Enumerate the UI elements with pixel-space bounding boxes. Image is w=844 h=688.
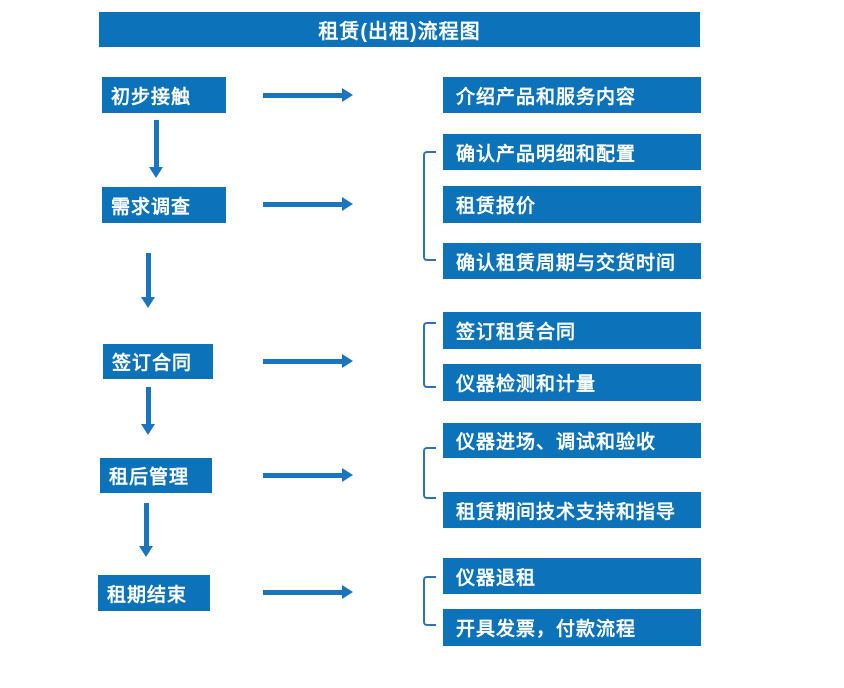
output-box-confirm-product-details: 确认产品明细和配置 — [443, 134, 701, 170]
page-title: 租赁(出租)流程图 — [318, 21, 481, 43]
arrow-head — [342, 197, 353, 211]
arrow-shaft — [263, 93, 342, 98]
arrow-head — [141, 297, 155, 308]
arrow-shaft — [146, 387, 151, 425]
output-box-rental-quote: 租赁报价 — [443, 186, 701, 223]
arrow-shaft — [146, 253, 151, 298]
output-box-technical-support: 租赁期间技术支持和指导 — [443, 492, 701, 528]
group-bracket — [423, 322, 436, 388]
stage-box-post-rental-management: 租后管理 — [100, 458, 212, 493]
arrow-head — [342, 585, 353, 599]
arrow-head — [342, 468, 353, 482]
arrow-shaft — [154, 120, 159, 168]
stage-box-initial-contact: 初步接触 — [102, 77, 226, 113]
output-box-confirm-period-delivery: 确认租赁周期与交货时间 — [443, 243, 701, 279]
output-box-instrument-inspection: 仪器检测和计量 — [443, 364, 701, 401]
flow-right-arrow-icon — [263, 197, 353, 211]
flow-down-arrow-icon — [141, 253, 155, 308]
arrow-shaft — [263, 359, 342, 364]
output-box-instrument-setup-acceptance: 仪器进场、调试和验收 — [443, 423, 701, 458]
stage-box-sign-contract: 签订合同 — [103, 344, 213, 379]
arrow-shaft — [263, 473, 342, 478]
output-box-instrument-return: 仪器退租 — [443, 558, 701, 594]
arrow-head — [141, 424, 155, 435]
arrow-head — [139, 546, 153, 557]
stage-box-demand-survey: 需求调查 — [102, 187, 226, 223]
group-bracket — [423, 447, 436, 499]
title-bar: 租赁(出租)流程图 — [99, 12, 700, 47]
flow-right-arrow-icon — [263, 468, 353, 482]
group-bracket — [423, 576, 436, 626]
arrow-shaft — [144, 503, 149, 547]
flow-down-arrow-icon — [139, 503, 153, 557]
arrow-shaft — [263, 202, 342, 207]
arrow-head — [342, 354, 353, 368]
output-box-introduce-products-services: 介绍产品和服务内容 — [443, 77, 701, 113]
arrow-head — [342, 88, 353, 102]
flow-down-arrow-icon — [149, 120, 163, 178]
stage-box-rental-end: 租期结束 — [98, 575, 210, 611]
group-bracket — [423, 151, 436, 261]
flow-right-arrow-icon — [263, 585, 353, 599]
arrow-head — [149, 167, 163, 178]
output-box-sign-rental-contract: 签订租赁合同 — [443, 312, 701, 349]
flow-right-arrow-icon — [263, 88, 353, 102]
arrow-shaft — [263, 590, 342, 595]
flow-down-arrow-icon — [141, 387, 155, 435]
output-box-invoice-payment: 开具发票，付款流程 — [443, 609, 701, 646]
flow-right-arrow-icon — [263, 354, 353, 368]
